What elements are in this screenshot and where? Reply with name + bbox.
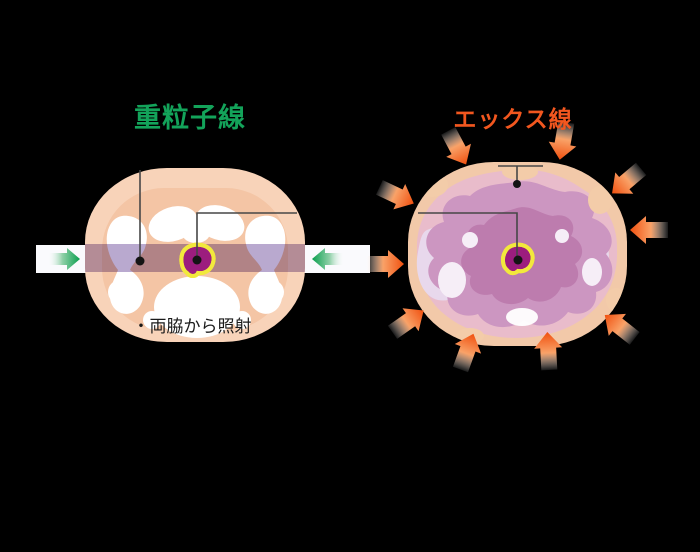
- left-figure-title: 重粒子線: [134, 103, 246, 134]
- left-leader-lines: [139, 170, 297, 258]
- right-body-bladder: [506, 308, 538, 326]
- right-tumor-ring: [500, 242, 535, 276]
- target-dot-icon: [513, 255, 523, 265]
- right-figure-title: エックス線: [453, 107, 573, 133]
- left-tumor-ring: [179, 242, 216, 278]
- right-figure: [366, 119, 668, 375]
- right-leader-lines: [418, 165, 543, 256]
- left-body-bones: [106, 205, 286, 338]
- left-caption: ・両脇から照射: [133, 317, 252, 337]
- xray-beam-arrow-icon: [630, 216, 668, 244]
- target-dot-icon: [192, 255, 202, 265]
- target-dot-icon: [135, 256, 145, 266]
- xray-beam-arrow-icon: [366, 250, 404, 278]
- target-dot-icon: [513, 180, 521, 188]
- left-figure: ・両脇から照射: [36, 168, 370, 342]
- xray-beam-arrow-icon: [373, 174, 420, 217]
